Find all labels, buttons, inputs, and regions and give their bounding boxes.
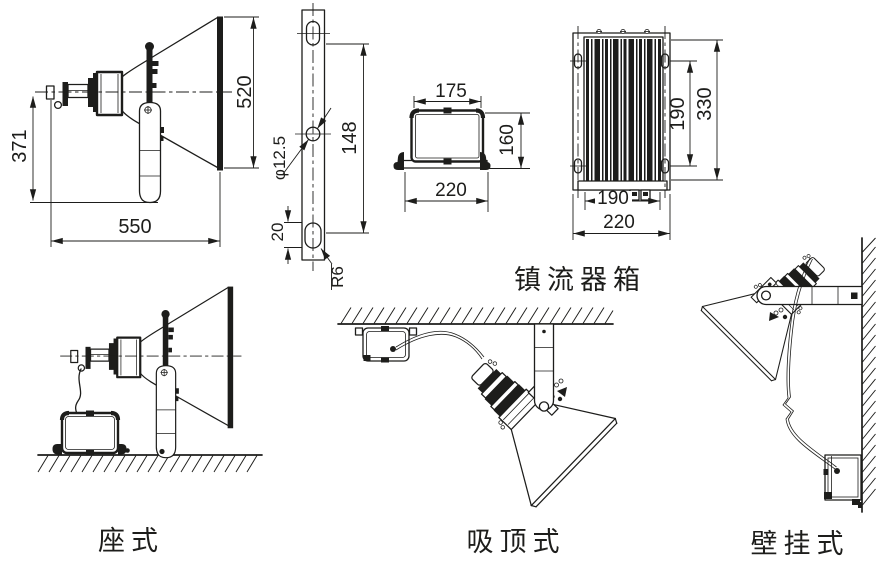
view-mounting-strip: φ12.5 20 R6 148 (268, 3, 369, 290)
dim-slot-width: 20 (268, 223, 287, 242)
ceiling-hatch (340, 307, 614, 324)
cable-to-box (74, 368, 82, 415)
wall-cable (782, 257, 836, 470)
pivot-bolt (538, 401, 550, 412)
left-foot (393, 152, 404, 170)
dim-371: 371 (9, 129, 31, 162)
dim-190-vertical: 190 (667, 97, 689, 130)
wall-ballast-box (823, 454, 862, 508)
ground-hatch (37, 455, 258, 473)
ceiling-ballast-box (354, 326, 418, 363)
scene-ceiling-mount: 吸顶式 (337, 307, 620, 557)
dim-220-ballast: 220 (603, 212, 635, 233)
base-mount-label: 座式 (98, 526, 164, 556)
view-side-elevation: 520 371 550 (9, 15, 259, 247)
floor-ballast-box (52, 410, 165, 456)
dim-148: 148 (339, 121, 361, 154)
dim-330: 330 (694, 87, 716, 120)
floodlight-side (33, 15, 234, 204)
terminal-blocks (629, 189, 651, 201)
view-ballast-front: 330 190 190 220 镇流器箱 (514, 26, 723, 295)
dim-175: 175 (435, 81, 467, 102)
wall-hatch (862, 237, 876, 506)
bottom-slot (304, 222, 322, 249)
cable-entry (834, 468, 840, 474)
dim-slot-radius: R6 (328, 266, 347, 288)
pivot-bolt (760, 290, 772, 301)
right-foot (480, 152, 491, 170)
view-ballast-side: 175 160 220 (393, 81, 530, 212)
box-body (410, 109, 485, 163)
ballast-box-label: 镇流器箱 (514, 265, 646, 295)
dim-190-horizontal: 190 (597, 188, 629, 209)
ceiling-cable (395, 330, 485, 358)
dim-550: 550 (118, 216, 151, 238)
dim-220-box: 220 (435, 180, 467, 201)
cooling-fins (586, 39, 661, 181)
wall-bracket (756, 285, 863, 321)
cable-entry (390, 346, 396, 352)
scene-base-mount: 座式 (37, 285, 263, 556)
scene-wall-mount: 壁挂式 (699, 225, 876, 559)
ceiling-mount-label: 吸顶式 (467, 527, 566, 557)
wall-mount-label: 壁挂式 (751, 529, 850, 559)
dim-hole-diameter: φ12.5 (270, 136, 289, 180)
top-screws (596, 28, 650, 34)
floodlight-ceiling (435, 325, 620, 510)
dim-160: 160 (497, 124, 518, 156)
dim-520: 520 (234, 75, 256, 108)
ceiling-bracket (533, 323, 567, 412)
